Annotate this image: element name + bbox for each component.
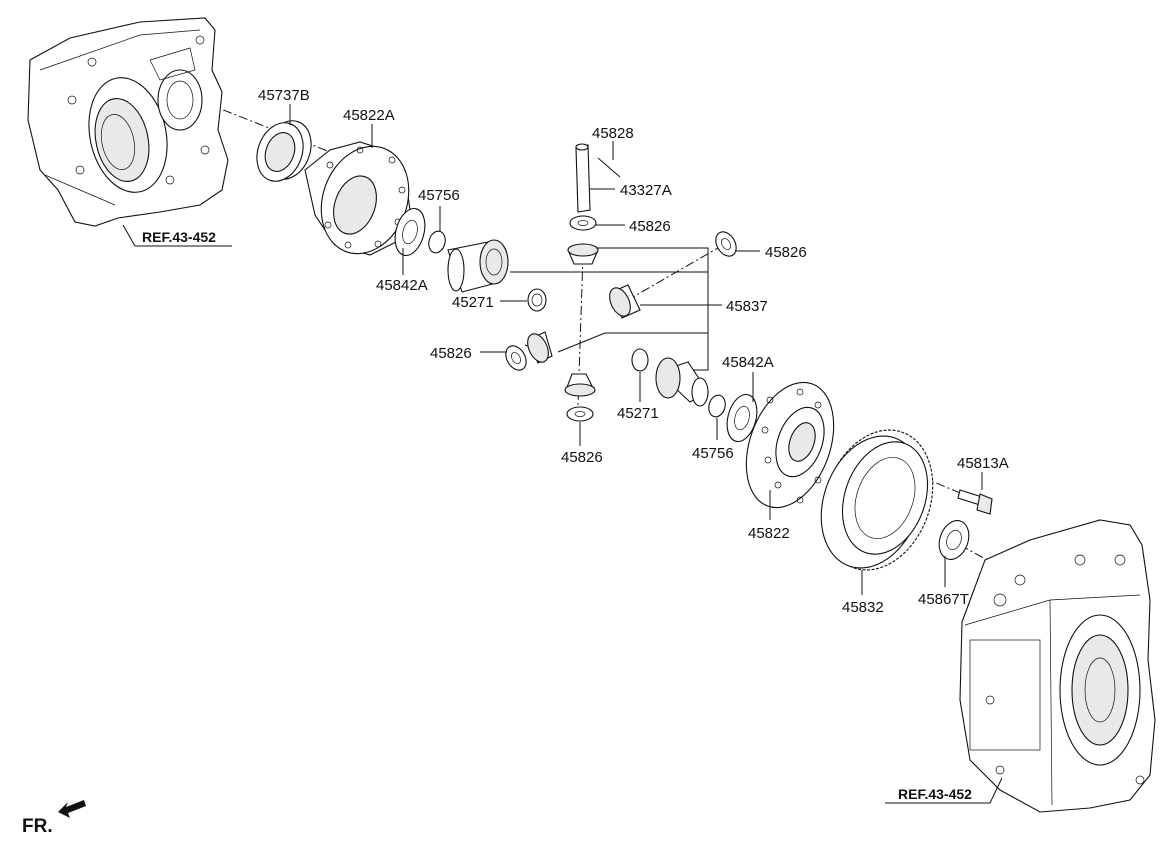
leader-lines bbox=[122, 104, 1003, 804]
label-45756-bottom: 45756 bbox=[692, 445, 734, 462]
ring-gear-45832 bbox=[820, 429, 934, 571]
label-45842A-left: 45842A bbox=[376, 277, 428, 294]
washer-45826-right bbox=[715, 231, 737, 257]
front-label: FR. bbox=[22, 816, 53, 837]
washer-45271-left bbox=[527, 288, 547, 312]
label-45822: 45822 bbox=[748, 525, 790, 542]
washer-45826-bottom bbox=[566, 406, 594, 422]
ref-label-bottom: REF.43-452 bbox=[898, 786, 972, 802]
label-45837: 45837 bbox=[726, 298, 768, 315]
label-45826-bottom: 45826 bbox=[561, 449, 603, 466]
pinion-gear-bottom bbox=[564, 373, 596, 397]
label-45813A: 45813A bbox=[957, 455, 1009, 472]
pinion-gear-right-45837 bbox=[609, 284, 641, 319]
washer-45271-right bbox=[631, 348, 649, 372]
label-45828: 45828 bbox=[592, 125, 634, 142]
shim-45867T bbox=[938, 520, 970, 560]
ref-label-top: REF.43-452 bbox=[142, 229, 216, 245]
differential-case-45822A bbox=[304, 141, 411, 256]
label-45271-left: 45271 bbox=[452, 294, 494, 311]
front-arrow-icon bbox=[58, 800, 86, 818]
reference-labels: REF.43-452 REF.43-452 bbox=[142, 229, 972, 802]
washer-45842A-right bbox=[726, 393, 758, 443]
pinion-gear-top bbox=[567, 243, 599, 265]
label-45832: 45832 bbox=[842, 599, 884, 616]
washer-45842A-left bbox=[394, 207, 426, 257]
group-bracket bbox=[510, 247, 709, 371]
label-45737B: 45737B bbox=[258, 87, 310, 104]
snap-ring-45756-bottom bbox=[708, 394, 726, 418]
side-gear-left bbox=[447, 239, 509, 293]
bearing-45737B bbox=[256, 120, 312, 182]
label-45271-right: 45271 bbox=[617, 405, 659, 422]
differential-case-45822 bbox=[745, 381, 835, 509]
transmission-case-upper bbox=[27, 17, 229, 227]
bolt-45813A bbox=[957, 489, 993, 515]
label-45822A: 45822A bbox=[343, 107, 395, 124]
label-45842A-right: 45842A bbox=[722, 354, 774, 371]
label-45826-top: 45826 bbox=[629, 218, 671, 235]
snap-ring-45756-top bbox=[428, 230, 446, 254]
pinion-gear-left bbox=[527, 331, 553, 364]
pinion-shaft-43327A bbox=[575, 143, 591, 213]
label-43327A: 43327A bbox=[620, 182, 672, 199]
transmission-case-lower bbox=[959, 519, 1156, 813]
lock-pin-45828 bbox=[597, 157, 621, 178]
part-labels: 45737B 45822A 45828 43327A 45826 45756 4… bbox=[258, 87, 1009, 616]
front-direction-marker: FR. bbox=[22, 800, 86, 837]
label-45756-top: 45756 bbox=[418, 187, 460, 204]
washer-45826-left bbox=[505, 345, 527, 371]
label-45826-left: 45826 bbox=[430, 345, 472, 362]
side-gear-right bbox=[655, 357, 709, 407]
label-45867T: 45867T bbox=[918, 591, 969, 608]
label-45826-right: 45826 bbox=[765, 244, 807, 261]
washer-45826-top bbox=[569, 215, 597, 231]
